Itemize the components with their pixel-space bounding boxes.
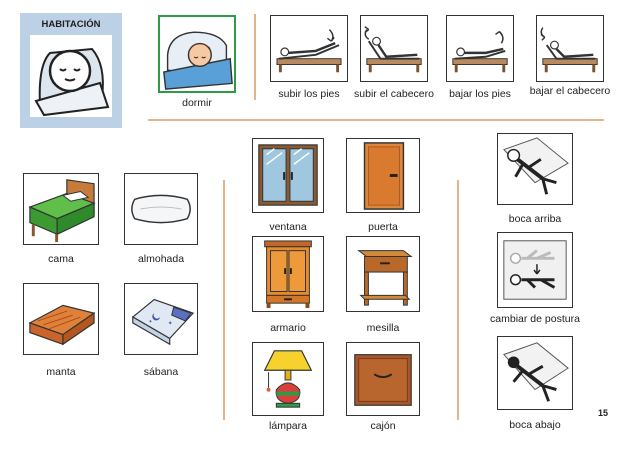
bed-head-up-icon [364,26,422,73]
page-number: 15 [598,408,609,418]
card-mesilla [346,236,420,312]
drawer-icon [354,354,412,406]
label-bajar-cabecero: bajar el cabecero [529,85,611,97]
label-cajon: cajón [370,420,396,432]
lamp-icon [263,350,313,408]
lying-face-down-icon [503,342,569,402]
section-title: HABITACIÓN [41,19,101,30]
sleeping-child-icon [163,31,233,90]
label-ventana: ventana [269,221,307,233]
label-almohada: almohada [137,253,185,265]
card-manta [23,283,99,355]
change-position-icon [503,240,567,300]
card-lampara [252,342,324,416]
card-almohada [124,173,198,245]
svg-text:✦: ✦ [168,320,173,327]
sleeping-face-pictogram [30,35,112,117]
label-bajar-pies: bajar los pies [449,88,511,100]
card-ventana [252,138,324,213]
label-mesilla: mesilla [366,322,400,334]
label-puerta: puerta [368,221,398,233]
window-icon [258,144,318,206]
label-lampara: lámpara [269,420,307,432]
card-boca-abajo [497,336,573,410]
card-sabana: ✦ ✦ [124,283,198,355]
label-boca-abajo: boca abajo [509,419,561,431]
divider [457,180,459,420]
card-boca-arriba [497,133,573,205]
divider [223,180,225,420]
door-icon [363,142,405,210]
bed-feet-down-icon [452,30,508,73]
label-subir-pies: subir los pies [278,88,340,100]
label-boca-arriba: boca arriba [508,213,562,225]
bed-head-down-icon [540,27,598,73]
wardrobe-icon [264,240,312,309]
card-puerta [346,138,420,213]
card-subir-pies [270,15,348,82]
label-manta: manta [46,366,76,378]
bed-sheet-icon: ✦ ✦ [131,298,195,346]
card-dormir [158,15,236,93]
lying-face-up-icon [503,137,569,195]
section-header-panel: HABITACIÓN [20,13,122,128]
label-dormir: dormir [182,97,212,109]
card-cajon [346,342,420,416]
card-bajar-pies [446,15,514,82]
label-cama: cama [48,253,74,265]
label-subir-cabecero: subir el cabecero [354,88,434,100]
blanket-icon [28,304,96,346]
divider [148,119,604,121]
bed-feet-up-icon [276,29,342,73]
card-subir-cabecero [360,15,428,82]
card-bajar-cabecero [536,15,604,82]
label-cambiar-postura: cambiar de postura [490,313,580,325]
card-cambiar-postura [497,232,573,308]
card-armario [252,236,324,312]
pillow-icon [131,194,191,224]
bed-icon [28,179,96,243]
nightstand-icon [357,250,413,306]
label-sabana: sábana [143,366,179,378]
card-cama [23,173,99,245]
sleeping-face-icon [34,47,110,117]
divider [254,14,256,100]
svg-text:✦: ✦ [148,319,152,325]
label-armario: armario [270,322,306,334]
